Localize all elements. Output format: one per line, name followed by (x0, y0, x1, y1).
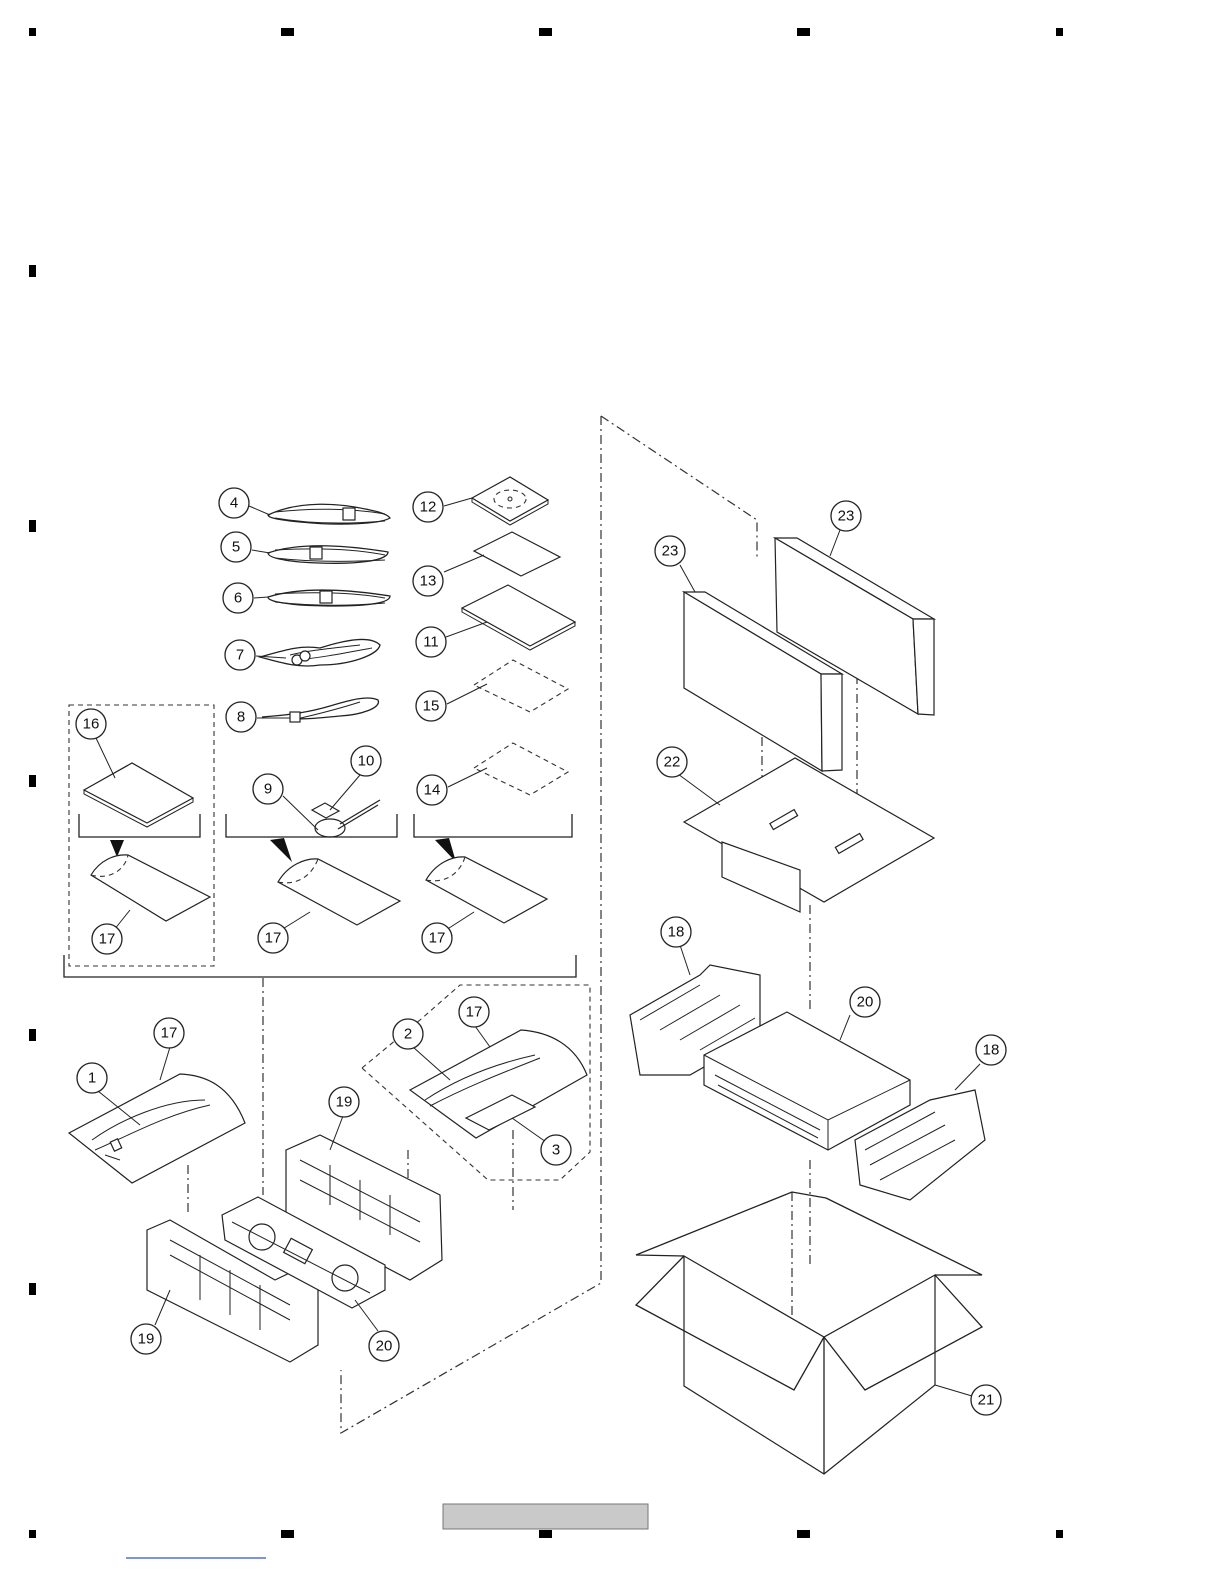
svg-text:20: 20 (376, 1338, 393, 1355)
svg-text:21: 21 (978, 1392, 995, 1409)
svg-text:19: 19 (336, 1094, 353, 1111)
svg-text:15: 15 (423, 698, 440, 715)
svg-text:3: 3 (552, 1142, 560, 1159)
svg-text:17: 17 (99, 931, 116, 948)
svg-text:17: 17 (429, 930, 446, 947)
svg-text:11: 11 (423, 634, 439, 651)
svg-text:13: 13 (420, 573, 437, 590)
lower-left-assembly (69, 985, 590, 1362)
callout-17: 17 (92, 924, 122, 954)
footer-bar (443, 1504, 648, 1529)
callout-17: 17 (154, 1018, 184, 1048)
svg-text:16: 16 (83, 716, 100, 733)
key-and-label-parts-9-10 (312, 800, 380, 837)
sheet-part-14 (474, 743, 568, 795)
callout-10: 10 (351, 746, 381, 776)
callout-8: 8 (226, 702, 256, 732)
carton-part-21 (636, 1192, 982, 1474)
callout-23: 23 (831, 501, 861, 531)
callout-1: 1 (77, 1063, 107, 1093)
manual-part-16 (84, 763, 193, 827)
poly-bags (91, 855, 547, 925)
callout-23: 23 (655, 536, 685, 566)
documents (462, 477, 575, 795)
svg-text:8: 8 (237, 709, 245, 726)
callout-17: 17 (422, 923, 452, 953)
cable-part-4 (268, 504, 390, 524)
callout-19: 19 (329, 1087, 359, 1117)
svg-text:17: 17 (466, 1004, 483, 1021)
accessory-cables (260, 504, 390, 722)
svg-text:17: 17 (161, 1025, 178, 1042)
callout-20: 20 (369, 1331, 399, 1361)
svg-text:10: 10 (358, 753, 375, 770)
callout-15: 15 (416, 691, 446, 721)
svg-text:23: 23 (838, 508, 855, 525)
callout-19: 19 (131, 1324, 161, 1354)
svg-text:12: 12 (420, 499, 437, 516)
callout-7: 7 (225, 640, 255, 670)
callout-2: 2 (393, 1019, 423, 1049)
callout-17: 17 (459, 997, 489, 1027)
svg-text:18: 18 (983, 1042, 1000, 1059)
callout-9: 9 (253, 774, 283, 804)
callout-13: 13 (413, 566, 443, 596)
manual-part-11 (462, 585, 575, 650)
sheet-part-15 (474, 660, 568, 712)
svg-text:20: 20 (857, 994, 874, 1011)
sheet-part-13 (474, 532, 560, 576)
svg-text:23: 23 (662, 543, 679, 560)
svg-text:6: 6 (234, 590, 242, 607)
svg-text:22: 22 (664, 754, 681, 771)
cd-rom-part-12 (472, 477, 548, 525)
svg-text:19: 19 (138, 1331, 155, 1348)
callout-16: 16 (76, 709, 106, 739)
svg-text:4: 4 (230, 495, 238, 512)
svg-text:17: 17 (265, 930, 282, 947)
svg-text:2: 2 (404, 1026, 412, 1043)
callout-17: 17 (258, 923, 288, 953)
callout-4: 4 (219, 488, 249, 518)
cable-part-5 (268, 546, 388, 564)
partition-boxes (684, 538, 934, 771)
cable-part-6 (268, 590, 390, 606)
svg-text:7: 7 (236, 647, 244, 664)
callout-21: 21 (971, 1385, 1001, 1415)
svg-text:14: 14 (424, 782, 441, 799)
callout-11: 11 (416, 627, 446, 657)
callout-22: 22 (657, 747, 687, 777)
callout-18: 18 (661, 917, 691, 947)
svg-text:5: 5 (232, 539, 240, 556)
callout-20: 20 (850, 987, 880, 1017)
callout-5: 5 (221, 532, 251, 562)
callout-6: 6 (223, 583, 253, 613)
callout-12: 12 (413, 492, 443, 522)
callout-18: 18 (976, 1035, 1006, 1065)
callout-3: 3 (541, 1135, 571, 1165)
pad-part-22 (684, 758, 934, 912)
callout-14: 14 (417, 775, 447, 805)
foam-and-unit-right (630, 965, 985, 1200)
svg-text:9: 9 (264, 781, 272, 798)
grouping-brackets (64, 705, 576, 977)
svg-text:18: 18 (668, 924, 685, 941)
svg-text:1: 1 (88, 1070, 96, 1087)
cable-part-7 (260, 639, 380, 666)
